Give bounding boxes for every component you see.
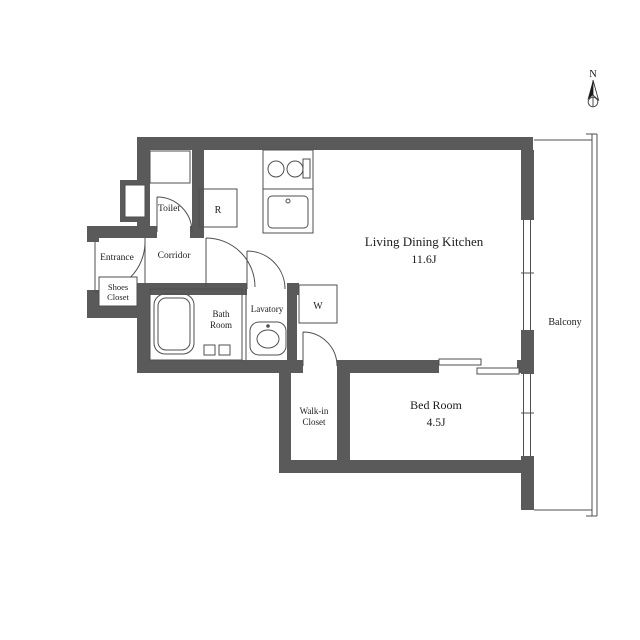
toilet-door	[156, 196, 193, 233]
corridor-label: Corridor	[158, 251, 192, 261]
stove-grill-icon	[302, 158, 311, 179]
compass-north-label: N	[589, 69, 597, 80]
walkin-closet-label-line1: Walk-in	[300, 406, 329, 416]
washer-label: W	[313, 301, 323, 312]
stove-burner-icon	[267, 160, 285, 178]
balcony-railing	[586, 133, 598, 517]
bedroom-sliding-door	[438, 358, 520, 375]
washbasin-tap-icon	[266, 324, 270, 328]
bath-room-label-line1: Bath	[213, 309, 230, 319]
bedroom-label: Bed Room	[410, 398, 462, 412]
walkin-closet-door	[302, 331, 338, 367]
refrigerator-label-plate	[209, 199, 227, 217]
doors	[94, 196, 520, 375]
lavatory-fixtures	[249, 321, 287, 356]
sliding-panel-left	[438, 358, 482, 366]
bedroom-size-label: 4.5J	[427, 417, 446, 429]
bath-room-label-line2: Room	[210, 320, 232, 330]
window-bedroom-glazing	[521, 374, 534, 456]
entrance-label: Entrance	[100, 253, 134, 263]
balcony	[534, 133, 598, 517]
balcony-outline	[534, 139, 592, 511]
sliding-panel-right	[476, 367, 520, 375]
compass: N	[587, 69, 600, 108]
pipe-shaft	[124, 184, 146, 218]
compass-needle-icon	[587, 80, 593, 100]
compass-base-icon	[587, 96, 599, 108]
bath-unit	[149, 288, 247, 361]
pipe-shaft-hatch	[124, 184, 146, 218]
lavatory-door	[246, 250, 286, 290]
shoes-closet-label-line2: Closet	[107, 292, 129, 302]
toilet-shelf-hatch	[149, 150, 191, 184]
kitchen	[262, 149, 314, 234]
washer-label-plate	[309, 295, 327, 313]
lavatory-label: Lavatory	[251, 304, 284, 314]
balcony-label: Balcony	[548, 317, 581, 328]
washer-box	[298, 284, 338, 324]
bath-unit-outline	[149, 288, 243, 361]
toilet-label: Toilet	[158, 204, 180, 214]
refrigerator-space: R	[198, 188, 238, 228]
shoes-closet: Shoes Closet	[98, 276, 138, 307]
faucet-icon	[285, 198, 291, 204]
corridor-door	[205, 237, 256, 288]
washbasin-icon	[249, 321, 287, 356]
pipe-shaft-box	[125, 185, 145, 217]
refrigerator-box	[198, 188, 238, 228]
bathtub-inner-icon	[157, 297, 191, 351]
bath-counter-icon	[218, 344, 231, 356]
shoes-closet-box	[98, 276, 138, 307]
refrigerator-label: R	[215, 205, 222, 216]
washer-space: W	[298, 284, 338, 324]
window-bedroom-opening	[521, 374, 534, 456]
shoes-closet-label-line1: Shoes	[108, 282, 128, 292]
walls	[87, 137, 534, 510]
bathtub-icon	[153, 293, 195, 355]
ldk-size-label: 11.6J	[411, 252, 437, 266]
windows	[521, 220, 534, 456]
walkin-closet-label-line2: Closet	[302, 417, 326, 427]
window-ldk-opening	[521, 220, 534, 330]
washbasin-bowl-icon	[256, 329, 280, 349]
kitchen-counter	[262, 149, 314, 234]
bath-counter-icon	[203, 344, 216, 356]
kitchen-sink-icon	[267, 195, 309, 229]
window-ldk-glazing	[521, 220, 534, 330]
ldk-label: Living Dining Kitchen	[365, 234, 484, 249]
